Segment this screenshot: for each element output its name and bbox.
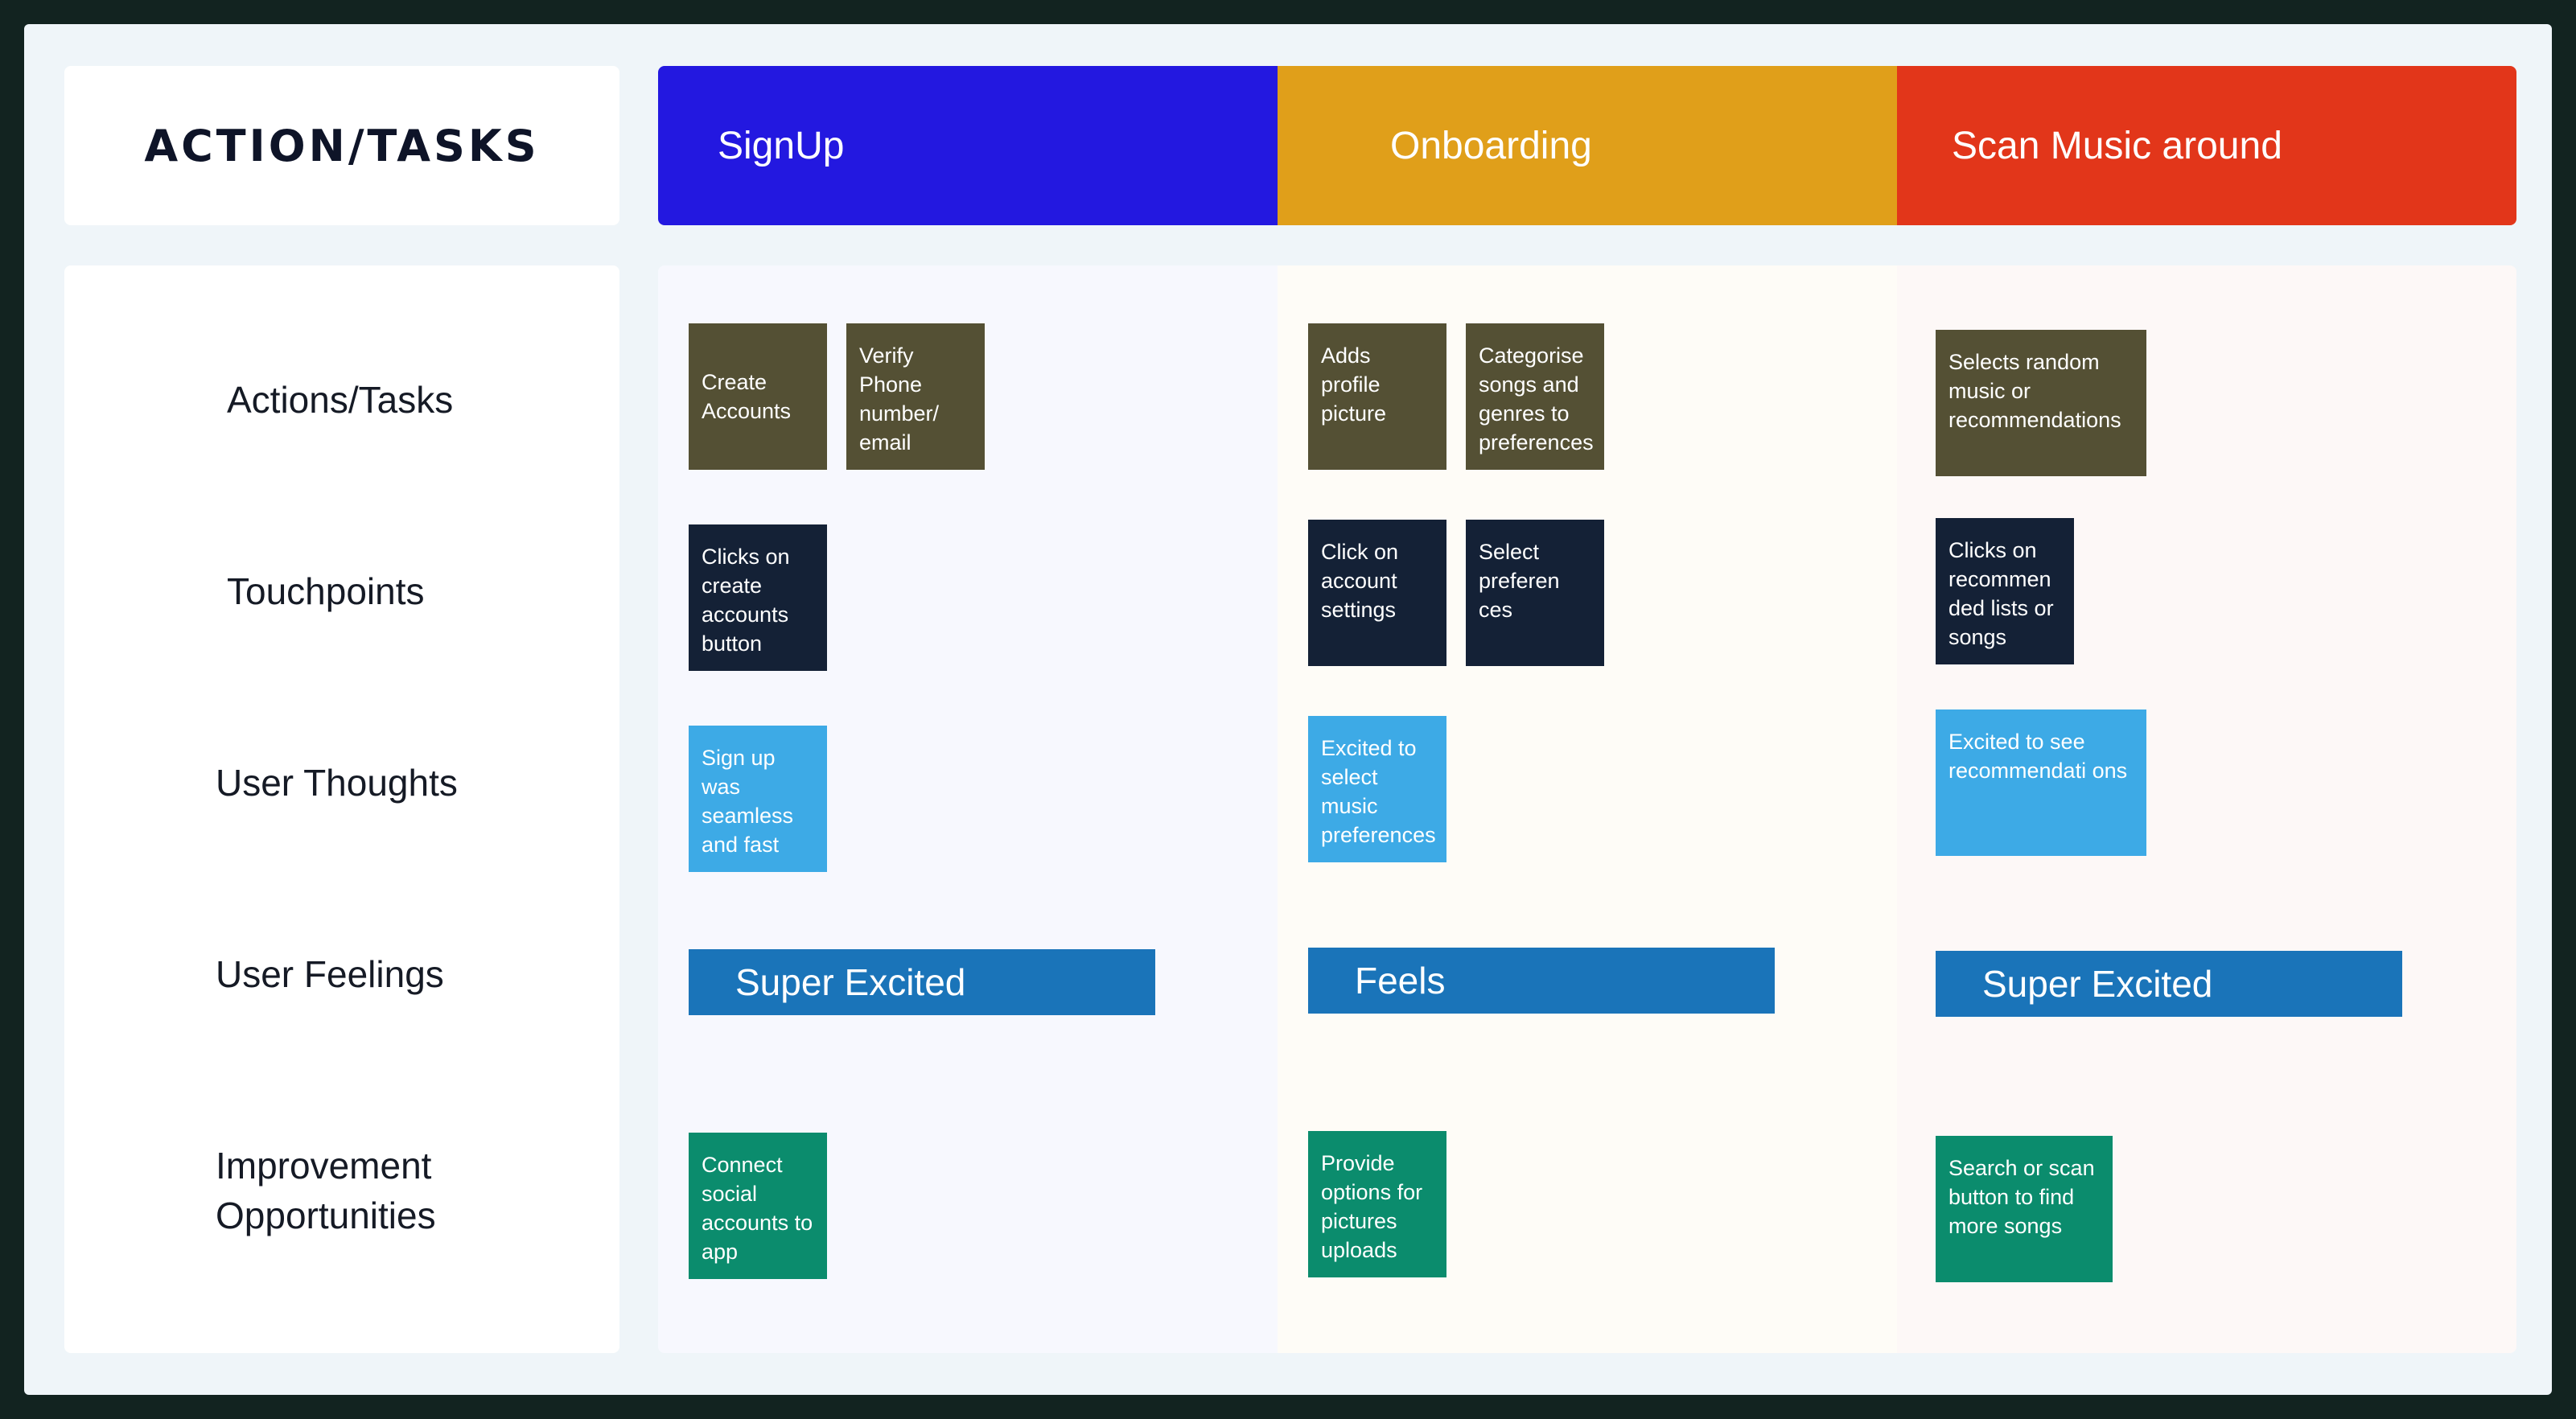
thought-card-scan: Excited to see recommendati ons: [1936, 710, 2146, 856]
row-label-actions: Actions/Tasks: [227, 379, 454, 421]
improvement-card-scan: Search or scan button to find more songs: [1936, 1136, 2113, 1282]
thought-card-signup: Sign up was seamless and fast: [689, 726, 827, 872]
improvement-card-signup: Connect social accounts to app: [689, 1133, 827, 1279]
improvement-card-onboarding: Provide options for pictures uploads: [1308, 1131, 1446, 1277]
touchpoint-card-account-settings: Click on account settings: [1308, 520, 1446, 666]
thought-card-onboarding: Excited to select music preferences: [1308, 716, 1446, 862]
action-card-categorise-songs: Categorise songs and genres to preferenc…: [1466, 323, 1604, 470]
feeling-bar-onboarding: Feels: [1308, 948, 1775, 1014]
touchpoint-card-recommended-lists: Clicks on recommen ded lists or songs: [1936, 518, 2074, 664]
phase-header-signup: SignUp: [658, 66, 1278, 225]
action-card-random-music: Selects random music or recommendations: [1936, 330, 2146, 476]
phase-title-onboarding: Onboarding: [1390, 124, 1592, 167]
row-label-thoughts: User Thoughts: [216, 762, 458, 804]
feeling-bar-signup: Super Excited: [689, 949, 1155, 1015]
action-card-create-accounts: Create Accounts: [689, 323, 827, 470]
touchpoint-card-create-accounts-button: Clicks on create accounts button: [689, 524, 827, 671]
row-label-touchpoints: Touchpoints: [227, 570, 425, 612]
row-labels-column: Actions/Tasks Touchpoints User Thoughts …: [64, 265, 619, 1353]
touchpoint-card-select-preferences: Select preferen ces: [1466, 520, 1604, 666]
phase-title-signup: SignUp: [718, 124, 845, 167]
row-label-feelings: User Feelings: [216, 953, 444, 995]
phase-header-scan: Scan Music around: [1897, 66, 2516, 225]
title-box: ACTION/TASKS: [64, 66, 619, 225]
row-label-improvement: Improvement: [216, 1145, 432, 1187]
feeling-bar-scan: Super Excited: [1936, 951, 2402, 1017]
board-title: ACTION/TASKS: [144, 120, 540, 171]
row-label-opportunities: Opportunities: [216, 1195, 436, 1236]
action-card-verify-phone: Verify Phone number/ email: [846, 323, 985, 470]
action-card-profile-picture: Adds profile picture: [1308, 323, 1446, 470]
phase-title-scan: Scan Music around: [1952, 124, 2282, 167]
phase-header-onboarding: Onboarding: [1278, 66, 1897, 225]
